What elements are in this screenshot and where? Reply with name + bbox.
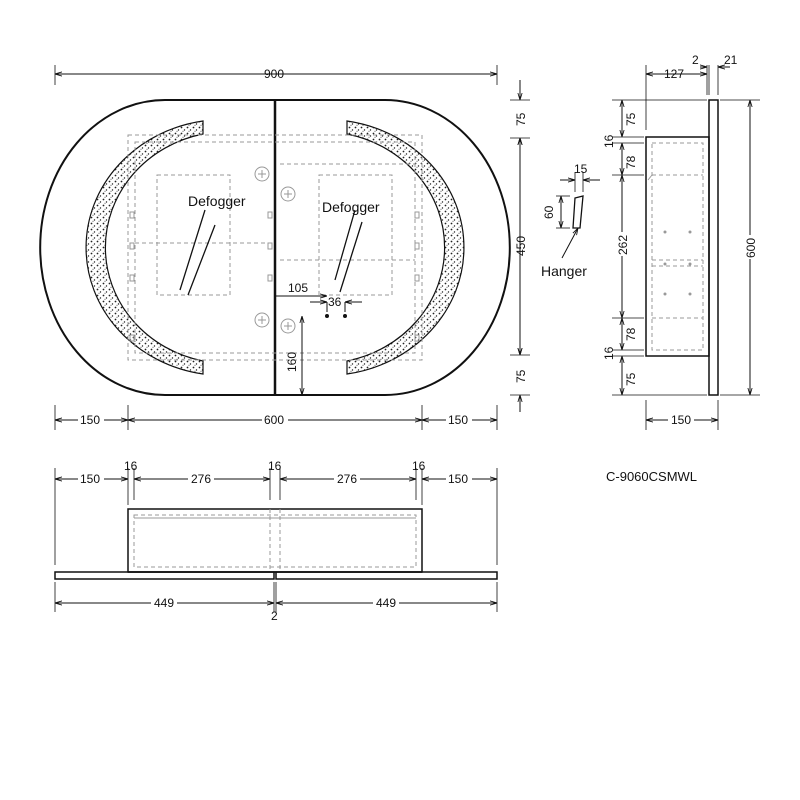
cabinet-body-side	[645, 136, 710, 357]
dim-door-gap-2: 2	[271, 609, 278, 623]
led-strip-right	[346, 120, 465, 375]
dim-side-bottom-16: 16	[602, 346, 616, 360]
dim-depth-127: 127	[664, 67, 684, 81]
dim-plan-shelf-right: 276	[337, 472, 357, 486]
defogger-label-right: Defogger	[322, 199, 380, 215]
mirror-door-right-plan	[275, 571, 498, 580]
small-hinge-marks	[129, 211, 420, 342]
defogger-label-left: Defogger	[188, 193, 246, 209]
dim-center-width: 600	[264, 413, 284, 427]
dim-gap-2: 2	[692, 53, 699, 67]
outlet-holes	[325, 314, 347, 318]
dim-side-bottom-75: 75	[624, 372, 638, 386]
dim-outlet-height: 160	[285, 352, 299, 372]
dim-plan-t1-16: 16	[124, 459, 138, 473]
hanger-label: Hanger	[541, 263, 587, 279]
dim-left-round: 150	[80, 413, 100, 427]
side-view: 127 2 21 75 16 78 262 78 16 75	[602, 53, 760, 430]
dim-side-top-78: 78	[624, 155, 638, 169]
dim-outlet-spacing: 36	[328, 295, 342, 309]
dim-plan-t3-16: 16	[412, 459, 426, 473]
dim-side-bottom-78: 78	[624, 327, 638, 341]
dim-plan-t2-16: 16	[268, 459, 282, 473]
defogger-marks	[179, 209, 363, 296]
front-view: Defogger Defogger 105 36 160 900	[39, 65, 530, 430]
dim-side-middle-262: 262	[616, 235, 630, 255]
dim-right-round: 150	[448, 413, 468, 427]
hidden-cabinet-lines	[127, 134, 423, 361]
dim-outlet-offset: 105	[288, 281, 308, 295]
dim-side-depth-150: 150	[671, 413, 691, 427]
bottom-view: 150 16 276 16 276 16 150 449 449 2	[54, 459, 498, 623]
dim-center-height: 450	[514, 236, 528, 256]
dim-glass-21: 21	[724, 53, 738, 67]
model-number: C-9060CSMWL	[606, 469, 697, 484]
dim-plan-shelf-left: 276	[191, 472, 211, 486]
mirror-door-left-plan	[54, 571, 275, 580]
dim-door-right-449: 449	[376, 596, 396, 610]
dim-door-left-449: 449	[154, 596, 174, 610]
dim-hanger-height: 60	[542, 205, 556, 219]
dim-overall-width: 900	[264, 67, 284, 81]
dim-bottom-margin: 75	[514, 369, 528, 383]
screw-icons	[254, 166, 296, 334]
hanger-shape	[572, 195, 584, 229]
led-strip-left	[85, 120, 204, 375]
mirror-outline	[39, 99, 511, 396]
dim-top-margin: 75	[514, 112, 528, 126]
dim-side-top-75: 75	[624, 112, 638, 126]
mirror-glass-side	[708, 99, 719, 396]
hanger-detail: 15 60 Hanger	[541, 162, 600, 279]
dim-hanger-width: 15	[574, 162, 588, 176]
dim-side-total-600: 600	[744, 238, 758, 258]
dim-plan-left-150: 150	[80, 472, 100, 486]
dim-plan-right-150: 150	[448, 472, 468, 486]
dim-side-top-16: 16	[602, 134, 616, 148]
